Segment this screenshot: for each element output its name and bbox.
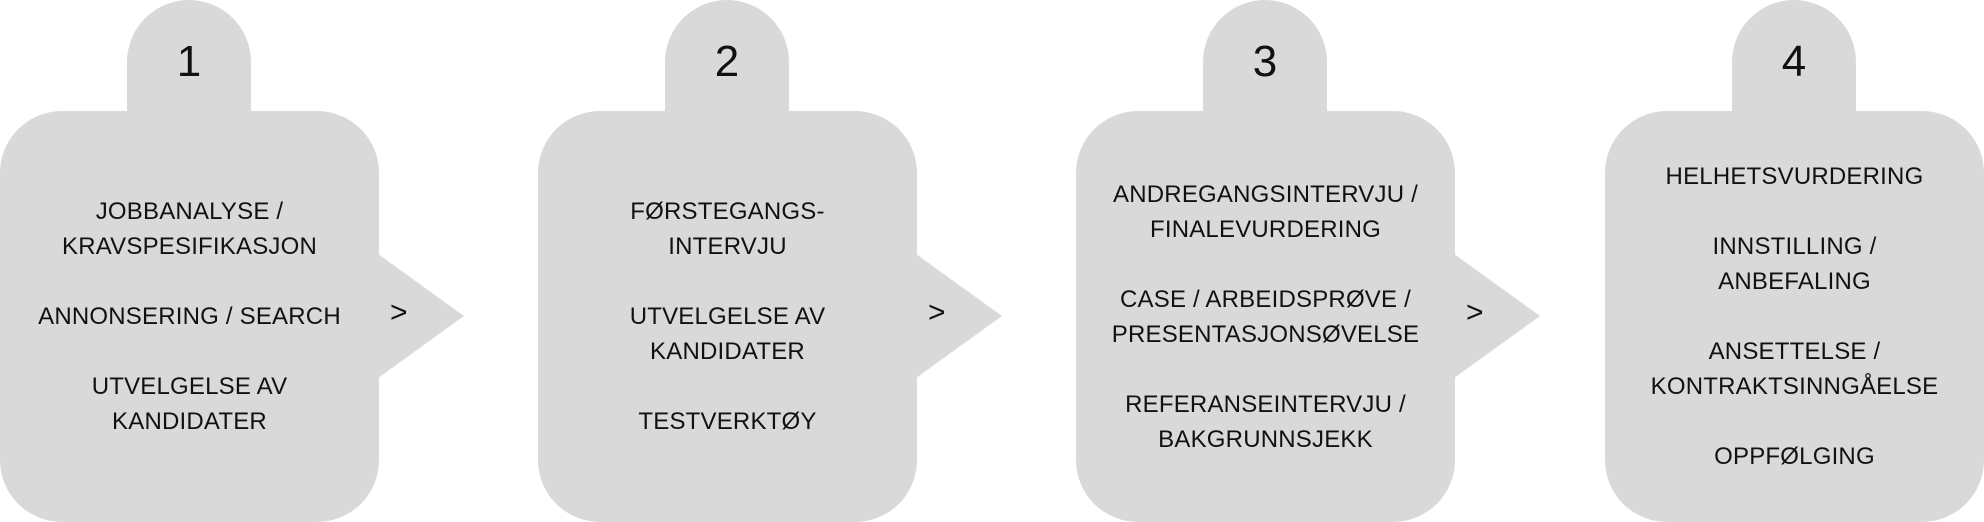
- step-items: JOBBANALYSE / KRAVSPESIFIKASJON ANNONSER…: [20, 111, 359, 522]
- step-1: 1 > JOBBANALYSE / KRAVSPESIFIKASJON ANNO…: [0, 0, 475, 522]
- step-item: UTVELGELSE AV KANDIDATER: [91, 373, 288, 435]
- step-box: [0, 111, 379, 522]
- step-item: TESTVERKTØY: [638, 408, 817, 435]
- step-item: UTVELGELSE AV KANDIDATER: [629, 303, 826, 365]
- step-number: 2: [714, 37, 740, 86]
- step-item: HELHETSVURDERING: [1665, 163, 1924, 190]
- step-4: 4 HELHETSVURDERING INNSTILLING / ANBEFAL…: [1605, 0, 1984, 522]
- step-item: OPPFØLGING: [1714, 443, 1875, 470]
- step-items: ANDREGANGSINTERVJU / FINALEVURDERING CAS…: [1096, 111, 1435, 522]
- step-item: ANDREGANGSINTERVJU / FINALEVURDERING: [1113, 180, 1418, 243]
- step-tab: [1732, 0, 1856, 130]
- step-number: 1: [176, 37, 202, 86]
- step-box: [1605, 111, 1984, 522]
- step-number: 3: [1252, 37, 1278, 86]
- step-3: 3 > ANDREGANGSINTERVJU / FINALEVURDERING…: [1076, 0, 1551, 522]
- step-tab: [665, 0, 789, 130]
- arrow-icon: >: [928, 296, 946, 329]
- step-2: 2 > FØRSTEGANGS- INTERVJU UTVELGELSE AV …: [538, 0, 1013, 522]
- arrow-pointer: [378, 254, 464, 378]
- step-tab: [127, 0, 251, 130]
- arrow-icon: >: [1466, 296, 1484, 329]
- step-item: CASE / ARBEIDSPRØVE / PRESENTASJONSØVELS…: [1111, 285, 1420, 348]
- step-item: ANSETTELSE / KONTRAKTSINNGÅELSE: [1650, 338, 1939, 400]
- step-item: REFERANSEINTERVJU / BAKGRUNNSJEKK: [1125, 390, 1406, 453]
- arrow-icon: >: [390, 296, 408, 329]
- step-box: [538, 111, 917, 522]
- step-box: [1076, 111, 1455, 522]
- step-items: HELHETSVURDERING INNSTILLING / ANBEFALIN…: [1625, 111, 1964, 522]
- arrow-pointer: [916, 254, 1002, 378]
- step-item: FØRSTEGANGS- INTERVJU: [630, 198, 825, 260]
- step-items: FØRSTEGANGS- INTERVJU UTVELGELSE AV KAND…: [558, 111, 897, 522]
- step-number: 4: [1781, 37, 1807, 86]
- step-item: ANNONSERING / SEARCH: [38, 303, 341, 330]
- step-item: INNSTILLING / ANBEFALING: [1712, 233, 1877, 295]
- arrow-pointer: [1454, 254, 1540, 378]
- step-item: JOBBANALYSE / KRAVSPESIFIKASJON: [61, 198, 318, 260]
- step-tab: [1203, 0, 1327, 130]
